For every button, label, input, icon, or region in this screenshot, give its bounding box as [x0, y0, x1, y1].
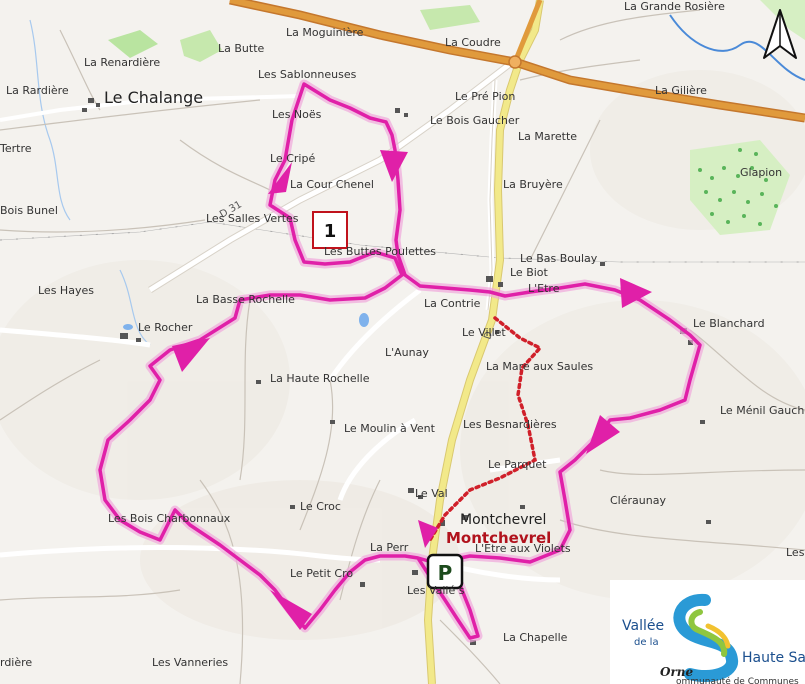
place-label: La Grande Rosière [624, 0, 725, 13]
place-label: La Mare aux Saules [486, 360, 593, 373]
road-west [0, 94, 301, 122]
direction-arrow [270, 590, 312, 630]
pond [123, 324, 133, 330]
place-label: Le Rocher [138, 321, 193, 334]
place-label: Montchevrel [460, 512, 546, 528]
direction-arrow [268, 162, 292, 194]
logo-text-vallee: Vallée [622, 618, 664, 634]
place-label: Les T [786, 546, 805, 559]
minor-tracks [0, 9, 805, 684]
local-roads-border [487, 79, 496, 311]
place-label: La Cour Chenel [290, 178, 374, 191]
place-label: L'Etre [528, 282, 560, 295]
forest-patch [108, 30, 158, 58]
place-label: Les Sablonneuses [258, 68, 357, 81]
place-label: Le Chalange [104, 88, 203, 107]
place-label: Le Blanchard [693, 317, 765, 330]
place-label: Les Besnardières [463, 418, 557, 431]
place-label: Glapion [740, 166, 782, 179]
terrain-shading [0, 70, 805, 640]
place-label: Le Cripé [270, 152, 315, 165]
logo-text-de-la: de la [634, 637, 659, 648]
logo-text-haute: Haute Sa [742, 650, 805, 666]
main-road-branch [512, 0, 543, 63]
place-label: rdière [0, 656, 32, 669]
place-label: Le Ménil Gauche [720, 404, 805, 417]
place-label: La Perr [370, 541, 409, 554]
place-label: Le Croc [300, 500, 341, 513]
place-label: Cléraunay [610, 494, 666, 507]
place-label: Le Bois Gaucher [430, 114, 520, 127]
place-label: La Coudre [445, 36, 501, 49]
place-label: Le Petit Cro [290, 567, 353, 580]
parking-marker[interactable]: P [426, 553, 464, 590]
stream [119, 269, 151, 346]
logo-swirl-accent-icon [688, 609, 728, 657]
logo-text-orne: Orne [660, 665, 694, 679]
logo-swirl-icon [673, 593, 738, 683]
orchard-dots [698, 148, 778, 226]
forest-orchard [690, 140, 790, 235]
direction-arrow [620, 278, 652, 308]
power-line-wire [0, 221, 805, 263]
place-label: Les Buttes Poulettes [324, 245, 436, 258]
place-label: Tertre [0, 142, 32, 155]
place-label: La Gilière [655, 84, 707, 97]
roundabout [508, 55, 522, 69]
place-label: La Contrie [424, 297, 481, 310]
road-label-d: D [482, 330, 495, 341]
river [669, 14, 805, 81]
place-label: La Basse Rochelle [196, 293, 295, 306]
place-label: La Haute Rochelle [270, 372, 370, 385]
place-label: Les Salles Vertes [206, 212, 299, 225]
direction-arrow [172, 338, 210, 372]
place-label: Le Moulin à Vent [344, 422, 436, 435]
stream [29, 19, 71, 221]
place-label: Le Pré Pion [455, 90, 515, 103]
place-label: La Rardière [6, 84, 69, 97]
logo-swirl-yellow-icon [705, 623, 731, 649]
place-label: L'Aunay [385, 346, 429, 359]
place-label-highlight: Montchevrel [446, 529, 551, 547]
road-d31 [148, 58, 517, 293]
place-label: Les Bois Charbonnaux [108, 512, 231, 525]
buildings [82, 98, 711, 645]
place-label: Le Biot [510, 266, 549, 279]
place-label: Le Val [415, 487, 448, 500]
place-label: L'Etre aux Violets [475, 542, 571, 555]
place-label: Les Noës [272, 108, 322, 121]
place-label: Les Vanneries [152, 656, 228, 669]
place-label: La Butte [218, 42, 265, 55]
parking-marker-label: P [438, 561, 453, 585]
direction-arrow [586, 415, 620, 454]
forest-patch [420, 5, 480, 30]
place-label: La Chapelle [503, 631, 568, 644]
start-marker[interactable]: 1 [312, 211, 348, 249]
variant-route [428, 316, 543, 542]
start-marker-label: 1 [324, 221, 337, 242]
place-label: La Renardière [84, 56, 160, 69]
pond [359, 313, 369, 327]
place-label: Bois Bunel [0, 204, 58, 217]
direction-arrow [380, 150, 408, 182]
community-logo: Vallée de la Haute Sa Orne ommunauté de … [610, 580, 805, 684]
place-label: Le Bas Boulay [520, 252, 598, 265]
north-arrow-icon [763, 9, 797, 59]
place-label: Les Hayes [38, 284, 94, 297]
direction-arrow [418, 520, 438, 548]
place-labels: La Grande Rosière La Moguinière La Coudr… [0, 0, 805, 669]
forest-patch [180, 30, 222, 62]
place-label: La Bruyère [503, 178, 563, 191]
place-label: Le Parquet [488, 458, 547, 471]
place-label: La Moguinière [286, 26, 364, 39]
logo-text-community: ommunauté de Communes [676, 676, 799, 684]
place-label: Les Vallé s [407, 584, 465, 597]
place-label: La Marette [518, 130, 577, 143]
place-label: Le Villet [462, 326, 506, 339]
direction-arrows [172, 150, 652, 630]
